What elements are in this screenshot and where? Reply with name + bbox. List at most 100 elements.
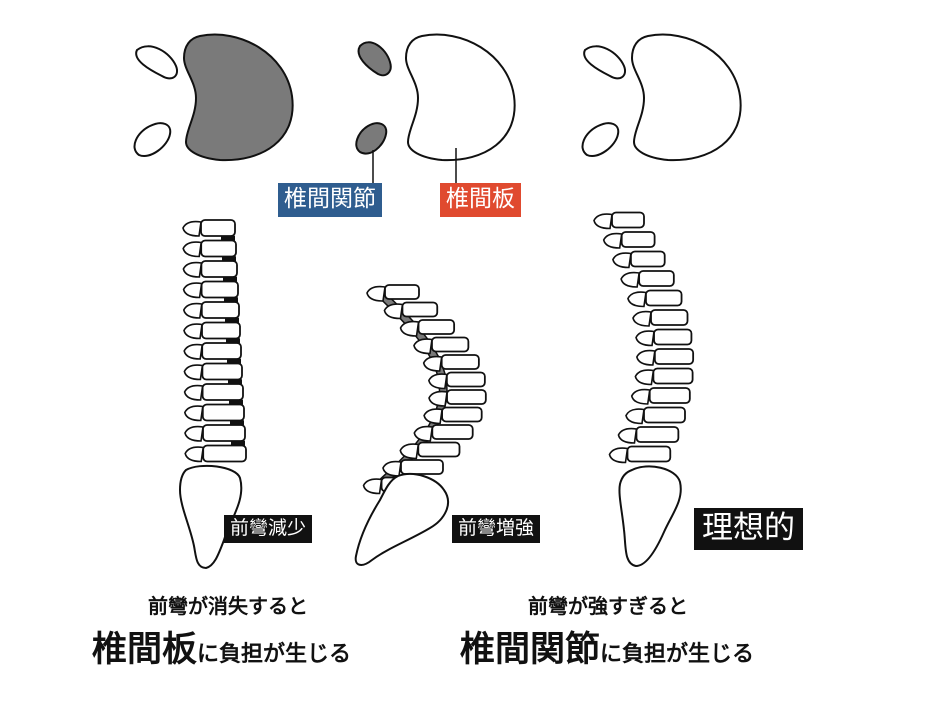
vertebra-section-left [133, 33, 294, 162]
vertebra-body [645, 289, 683, 307]
vertebra-process [593, 213, 613, 230]
vertebra-body [201, 403, 245, 422]
vertebra-process [617, 427, 638, 444]
left-caption-line1: 前彎が消失すると [148, 594, 308, 618]
vertebra-process [182, 282, 203, 299]
vertebra-process [413, 425, 434, 442]
vertebra-process [632, 310, 652, 327]
vertebra-body [200, 301, 240, 319]
vertebra-process [399, 443, 420, 460]
vertebra-process [183, 343, 204, 360]
vertebra-section-right [581, 33, 742, 162]
vertebra-body [201, 342, 242, 360]
vertebra-process [627, 291, 647, 308]
facet-upper-right [583, 45, 626, 80]
vertebra-process [362, 478, 383, 495]
vertebra-process [428, 373, 448, 390]
vertebra-process [634, 369, 655, 386]
vertebra-process [183, 364, 204, 381]
vertebra-body [638, 270, 675, 287]
vertebra-process [183, 405, 204, 422]
reduced-lordosis-tag: 前彎減少 [224, 515, 313, 543]
disc-body-middle [404, 33, 516, 162]
vertebra-process [184, 425, 204, 442]
vertebra-process [182, 220, 202, 237]
vertebra-process [625, 408, 645, 425]
vertebra-process [428, 390, 448, 407]
left-caption-emphasis: 椎間板 [92, 630, 198, 670]
spine-reduced-lordosis [182, 219, 247, 463]
vertebra-process [423, 408, 444, 425]
vertebra-body [202, 444, 247, 463]
vertebra-process [612, 252, 632, 269]
sacrum-left [178, 464, 243, 570]
vertebra-body [201, 362, 243, 381]
vertebra-body [652, 367, 694, 385]
vertebra-process [366, 285, 386, 302]
vertebra-body [431, 336, 470, 353]
vertebra-body [200, 219, 236, 237]
vertebra-process [399, 320, 420, 337]
vertebra-process [183, 323, 203, 340]
facet-joint-label: 椎間関節 [278, 183, 382, 217]
facet-lower-right [581, 122, 620, 158]
vertebra-process [608, 447, 629, 464]
vertebra-process [383, 303, 404, 320]
vertebra-body [200, 239, 237, 258]
disc-body-right [630, 33, 742, 162]
vertebra-process [620, 271, 641, 288]
vertebra-process [422, 355, 443, 372]
disc-body-left-highlight [182, 33, 294, 162]
vertebra-process [382, 460, 402, 477]
sacrum-middle [354, 472, 449, 566]
right-caption-rest: に負担が生じる [600, 642, 755, 667]
vertebra-process [635, 349, 656, 366]
vertebra-body [446, 389, 487, 405]
vertebra-body [611, 211, 645, 229]
increased-lordosis-tag: 前彎増強 [452, 515, 541, 543]
vertebra-body [653, 328, 693, 346]
vertebra-process [182, 302, 203, 319]
disc-label: 椎間板 [440, 183, 521, 217]
sacrum-group [178, 464, 682, 570]
vertebra-body [431, 424, 474, 440]
vertebra-body [401, 301, 439, 318]
right-caption-line2: 椎間関節に負担が生じる [460, 633, 754, 668]
facet-lower-left [133, 122, 172, 158]
vertebra-body [445, 371, 486, 388]
vertebra-process [183, 384, 204, 401]
vertebra-body [635, 426, 680, 443]
vertebra-body [626, 445, 672, 463]
vertebra-body [202, 424, 246, 442]
left-caption-line2: 椎間板に負担が生じる [92, 633, 351, 668]
vertebra-body [648, 387, 691, 404]
vertebra-body [653, 348, 695, 365]
vertebra-body [201, 321, 241, 340]
right-caption-emphasis: 椎間関節 [460, 630, 601, 670]
vertebra-process [184, 446, 205, 463]
vertebra-body [417, 441, 461, 458]
vertebra-body [440, 354, 480, 370]
vertebra-section-middle [355, 33, 516, 184]
vertebra-body [620, 231, 656, 248]
right-caption-line1: 前彎が強すぎると [528, 594, 688, 618]
facet-lower-highlight [355, 122, 388, 155]
vertebra-body [417, 319, 456, 335]
vertebra-process [182, 241, 203, 258]
vertebra-body [201, 383, 244, 401]
vertebra-process [182, 261, 203, 278]
vertebra-process [602, 232, 623, 249]
vertebra-body [200, 260, 238, 278]
vertebra-process [630, 388, 651, 405]
left-caption-rest: に負担が生じる [197, 642, 352, 667]
vertebra-process [413, 338, 433, 355]
vertebra-body [441, 406, 483, 423]
ideal-tag: 理想的 [694, 508, 803, 550]
facet-upper-highlight [357, 41, 392, 77]
vertebra-body [400, 459, 444, 475]
vertebra-body [643, 406, 686, 424]
spine-ideal [593, 211, 695, 464]
vertebra-process [635, 330, 655, 347]
facet-upper-left [135, 45, 178, 80]
